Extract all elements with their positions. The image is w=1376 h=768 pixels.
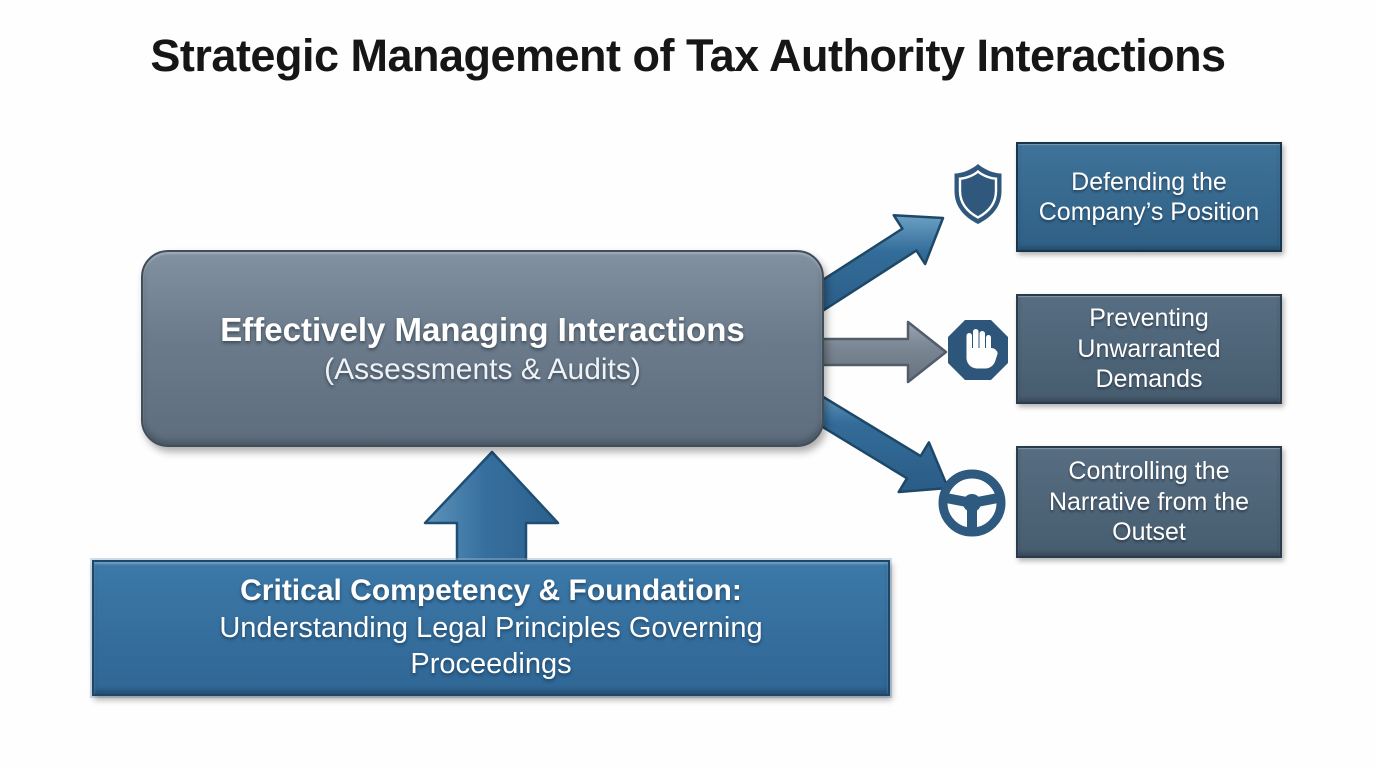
outcome-label: Preventing Unwarranted Demands (1077, 304, 1221, 394)
foundation-box-heading: Critical Competency & Foundation: (240, 573, 742, 607)
outcome-box-preventing: Preventing Unwarranted Demands (1016, 294, 1282, 404)
stop-hand-icon (948, 320, 1008, 380)
steering-wheel-icon (938, 469, 1006, 537)
page-title: Strategic Management of Tax Authority In… (150, 30, 1226, 81)
central-box-title: Effectively Managing Interactions (220, 310, 745, 348)
foundation-box: Critical Competency & Foundation: Unders… (92, 560, 890, 696)
shield-icon (954, 164, 1002, 224)
arrow-to-controlling (791, 385, 950, 494)
outcome-label: Controlling the Narrative from the Outse… (1048, 457, 1250, 547)
up-arrow-shape (423, 450, 560, 568)
outcome-box-controlling: Controlling the Narrative from the Outse… (1016, 446, 1282, 558)
outcome-box-defending: Defending the Company’s Position (1016, 142, 1282, 252)
outcome-label: Defending the Company’s Position (1038, 167, 1260, 227)
fan-arrows-graphic (791, 213, 950, 494)
foundation-box-body: Understanding Legal Principles Governing… (219, 611, 763, 680)
central-box-subtitle: (Assessments & Audits) (324, 352, 641, 386)
foundation-up-arrow (423, 450, 560, 568)
central-process-box: Effectively Managing Interactions (Asses… (141, 250, 824, 447)
